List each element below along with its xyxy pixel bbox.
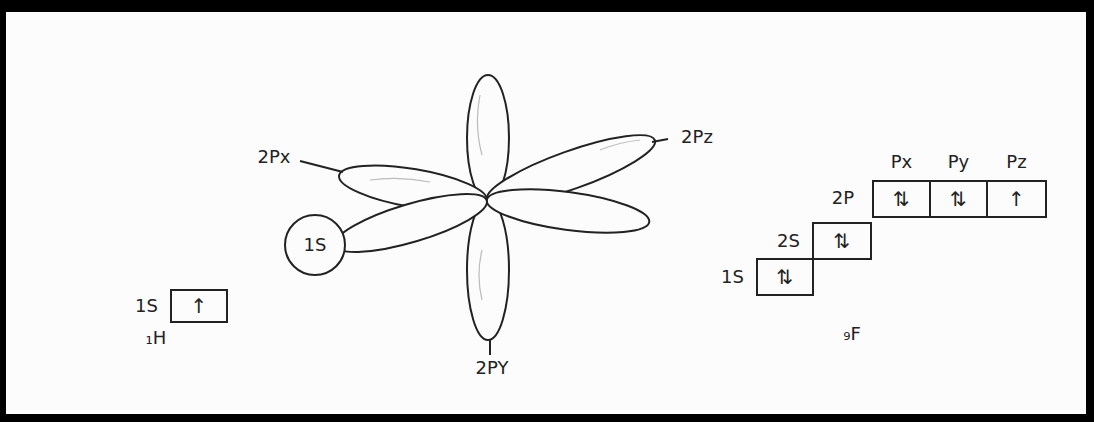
leader-line	[300, 161, 343, 172]
subshell-label: 2P	[832, 188, 854, 208]
electron-arrows: ↑	[191, 295, 208, 317]
electron-arrows: ↑	[1008, 188, 1025, 210]
orbital-label: 2Pz	[681, 127, 713, 147]
p-lobe	[484, 181, 652, 241]
leader-line	[652, 139, 668, 142]
orbital-label: 2PY	[476, 358, 509, 378]
orbital-heading: Px	[891, 152, 913, 172]
orbital-box: Pz↑	[986, 180, 1047, 218]
orbital-box: Px⇅	[872, 180, 931, 218]
electron-arrows: ⇅	[777, 266, 794, 288]
orbital-box: Py⇅	[929, 180, 988, 218]
element-symbol: ₉F	[843, 324, 861, 344]
s-orbital-circle: 1S	[284, 214, 346, 276]
p-lobe	[467, 200, 509, 340]
orbital-label: 2Px	[258, 147, 291, 167]
circle-outline	[285, 215, 345, 275]
electron-arrows: ⇅	[893, 188, 910, 210]
lobe-shading	[370, 95, 640, 300]
orbital-heading: Pz	[1006, 152, 1026, 172]
orbital-heading: 1S	[304, 235, 327, 255]
orbital-heading: 1S	[135, 296, 158, 316]
p-lobe	[330, 182, 492, 263]
orbital-heading: Py	[948, 152, 970, 172]
orbital-box: 1S⇅	[756, 258, 814, 296]
element-symbol: ₁H	[146, 328, 167, 348]
electron-arrows: ⇅	[950, 188, 967, 210]
orbital-heading: 2S	[777, 231, 800, 251]
electron-arrows: ⇅	[834, 230, 851, 252]
orbital-box: 2S⇅	[812, 222, 872, 260]
leader-line	[489, 340, 491, 355]
orbital-box: 1S↑	[170, 289, 228, 323]
orbital-heading: 1S	[721, 267, 744, 287]
